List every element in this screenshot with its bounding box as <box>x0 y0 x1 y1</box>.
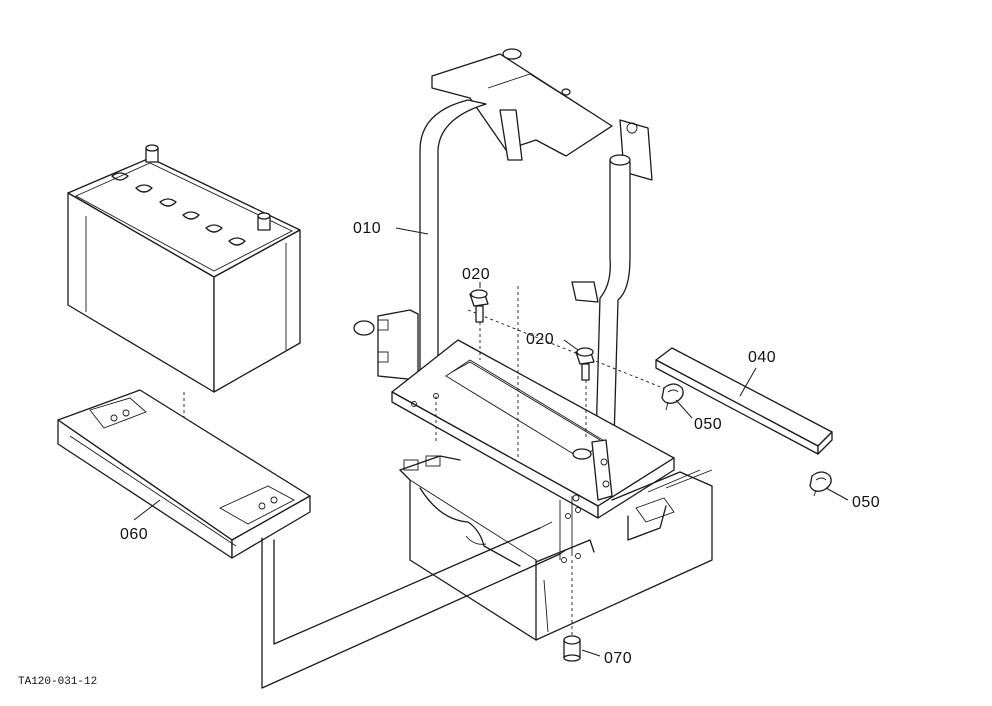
bolt-020-left <box>469 289 489 360</box>
battery-frame <box>353 48 675 519</box>
clip-050-right <box>809 471 832 497</box>
cover-plate-040 <box>655 347 833 455</box>
label-part-070: 070 <box>604 650 632 667</box>
clip-050-left <box>661 383 684 411</box>
battery <box>67 144 301 393</box>
label-part-020-right: 020 <box>526 331 554 348</box>
label-part-050-left: 050 <box>694 416 722 433</box>
label-part-010: 010 <box>353 220 381 237</box>
label-part-040: 040 <box>748 349 776 366</box>
reference-code: TA120-031-12 <box>18 676 97 688</box>
leader-lines <box>133 227 849 657</box>
battery-tray <box>57 389 311 559</box>
label-part-020-left: 020 <box>462 266 490 283</box>
cable-route <box>261 521 567 689</box>
label-part-050-right: 050 <box>852 494 880 511</box>
label-part-060: 060 <box>120 526 148 543</box>
machine-body <box>399 455 713 641</box>
nut-070 <box>563 560 581 662</box>
bolt-020-right <box>575 347 595 440</box>
